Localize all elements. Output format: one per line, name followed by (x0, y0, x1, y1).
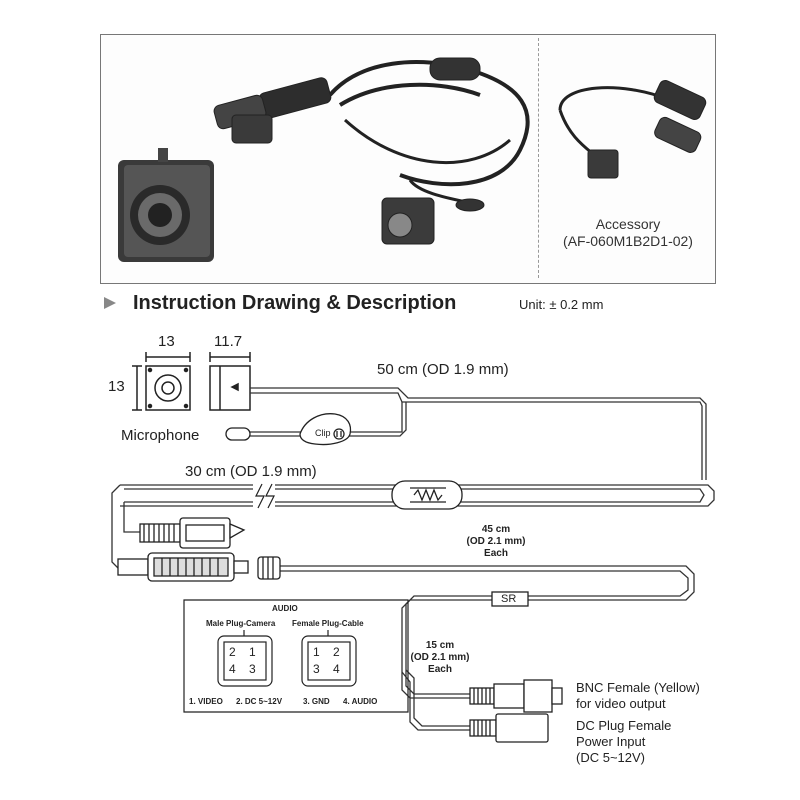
accessory-model: (AF-060M1B2D1-02) (563, 233, 693, 249)
camera-side-view (209, 352, 251, 411)
cable-lines (111, 387, 715, 731)
clip-label: Clip (315, 428, 331, 438)
photo-divider (538, 38, 539, 278)
audio-pinout-box (183, 599, 409, 713)
cable-splitter (391, 480, 463, 510)
clip-icon (299, 413, 352, 446)
male-pin: 2 (229, 645, 236, 659)
cable-harness-photo (213, 57, 530, 245)
dimension-width: 13 (158, 333, 175, 350)
camera-photo (118, 148, 214, 262)
section-title: Instruction Drawing & Description (133, 292, 457, 314)
dimension-height: 13 (108, 378, 125, 395)
microphone-label: Microphone (121, 427, 200, 444)
cable-50cm-label: 50 cm (OD 1.9 mm) (377, 361, 509, 378)
audio-title: AUDIO (272, 604, 298, 613)
cable-break-mark (253, 483, 275, 509)
audio-plug-connector (257, 556, 281, 580)
pinout-1: 1. VIDEO (189, 697, 223, 706)
bnc-connector (469, 679, 563, 713)
accessory-label: Accessory (595, 216, 661, 232)
dc-power-label: Power Input (576, 734, 646, 749)
cable-45cm-length: 45 cm (481, 524, 511, 535)
unit-note: Unit: ± 0.2 mm (519, 297, 604, 312)
female-pin: 2 (333, 645, 340, 659)
male-pin: 1 (249, 645, 256, 659)
cable-30cm-label: 30 cm (OD 1.9 mm) (185, 463, 317, 480)
cable-45cm-od: (OD 2.1 mm) (466, 536, 526, 547)
dc-voltage-label: (DC 5~12V) (576, 750, 645, 765)
cable-45cm-each: Each (484, 548, 508, 559)
dc-plug-label: DC Plug Female (576, 718, 672, 733)
female-pin: 1 (313, 645, 320, 659)
bnc-sub-label: for video output (576, 696, 666, 711)
cable-15cm-each: Each (428, 664, 452, 675)
strain-relief (491, 591, 529, 607)
female-pin: 3 (313, 662, 320, 676)
strain-relief-label: SR (501, 593, 517, 605)
cable-15cm-length: 15 cm (425, 640, 455, 651)
male-pin: 4 (229, 662, 236, 676)
pinout-2: 2. DC 5~12V (236, 697, 283, 706)
camera-front-view (132, 352, 191, 411)
cable-15cm-od: (OD 2.1 mm) (410, 652, 470, 663)
pinout-3: 3. GND (303, 697, 330, 706)
accessory-cable-photo (558, 80, 707, 179)
microphone-element (225, 427, 251, 441)
section-arrow-icon (104, 297, 116, 309)
pinout-4: 4. AUDIO (343, 697, 378, 706)
male-plug-label: Male Plug-Camera (206, 619, 276, 628)
dimension-depth: 11.7 (214, 333, 243, 350)
bnc-label: BNC Female (Yellow) (576, 680, 700, 695)
female-pin: 4 (333, 662, 340, 676)
male-pin: 3 (249, 662, 256, 676)
male-plug-connector (139, 517, 246, 549)
dc-plug-connector (469, 713, 549, 743)
female-plug-connector (117, 552, 249, 582)
female-plug-label: Female Plug-Cable (292, 619, 364, 628)
